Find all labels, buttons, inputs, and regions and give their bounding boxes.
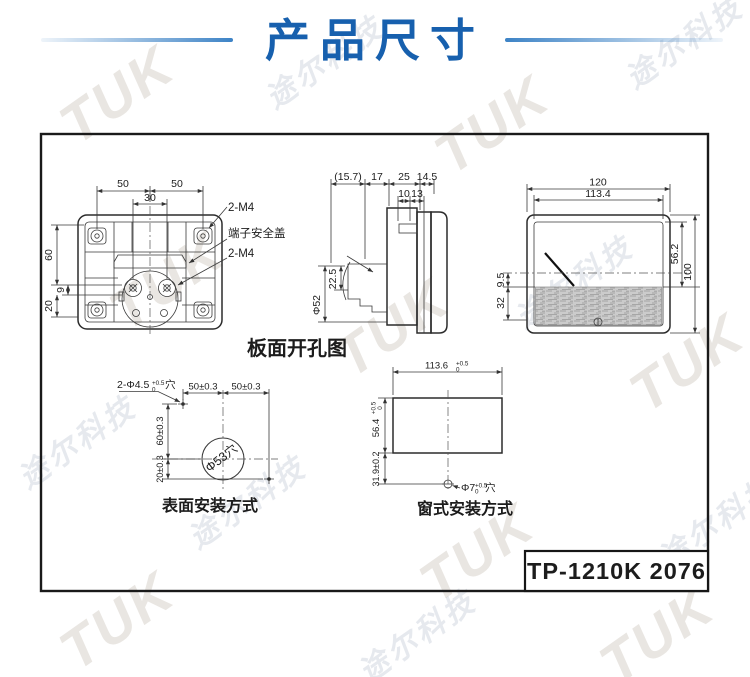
dim-label: 9 [55, 287, 67, 293]
thread-label-top: 2-M4 [228, 202, 255, 214]
panel-cutout-caption: 板面开孔图 [247, 336, 347, 360]
title-rule-right [505, 38, 723, 42]
tolerance-upper: +0.5 [456, 361, 469, 368]
dim-label: 13 [411, 188, 423, 200]
front-view-drawing: 120 113.4 56.2 100 9.5 32 [495, 177, 700, 334]
tolerance-lower: 0 [475, 489, 479, 496]
tolerance-upper: +0.5 [475, 483, 488, 490]
title-rule-left [41, 38, 233, 42]
hole-suffix: 穴 [485, 481, 496, 494]
dim-label: 113.4 [585, 188, 611, 200]
dim-label: 120 [589, 177, 607, 189]
dim-label: 60 [43, 249, 55, 261]
dim-label: 56.4 [371, 419, 382, 438]
part-number-box: TP-1210K 2076 [523, 549, 710, 593]
dim-label: 20±0.3 [155, 455, 165, 482]
surface-mount-drawing: 50±0.3 50±0.3 60±0.3 20±0.3 2-Φ4.5 +0.5 … [117, 378, 278, 515]
meter-needle [544, 252, 575, 287]
window-mount-caption: 窗式安装方式 [417, 499, 513, 518]
dim-label: 50±0.3 [232, 382, 261, 393]
tolerance-lower: 0 [456, 367, 460, 374]
dim-label: 14.5 [417, 171, 438, 183]
technical-drawing-canvas: 50 50 30 60 9 20 2-M4 端子安全盖 2-M4 板面开孔图 [39, 132, 710, 593]
mount-hole-label: 2-Φ4.5 [117, 379, 149, 391]
dim-label: 100 [682, 263, 694, 281]
surface-mount-caption: 表面安装方式 [161, 496, 258, 515]
tolerance-upper: +0.5 [371, 401, 378, 414]
scale-plate-area [535, 286, 662, 326]
dim-label: 32 [495, 297, 507, 309]
dim-label: 20 [43, 300, 55, 312]
dim-label: 113.6 [425, 361, 448, 372]
hole-suffix: 穴 [165, 378, 176, 391]
dim-label: 22.5 [327, 269, 339, 290]
dim-label: 30 [144, 192, 156, 204]
side-view-drawing: (15.7) 17 25 14.5 10 13 Φ52 22.5 [311, 171, 448, 334]
tolerance-lower: 0 [377, 406, 384, 410]
dim-label: 50±0.3 [189, 382, 218, 393]
dim-label: (15.7) [334, 171, 361, 183]
dim-label: 9.5 [495, 273, 507, 288]
drawing-frame [39, 132, 710, 593]
dim-label: 10 [398, 188, 410, 200]
dim-label: 50 [117, 178, 129, 190]
dim-label: 25 [398, 171, 410, 183]
tolerance-lower: 0 [152, 387, 156, 394]
page-title: 产品尺寸 [264, 15, 486, 66]
cutout-circle-label: Φ53穴 [202, 440, 240, 475]
dim-label: 56.2 [669, 244, 681, 265]
dim-label: 60±0.3 [155, 417, 166, 446]
terminal-cover-label: 端子安全盖 [228, 226, 286, 240]
tolerance-upper: +0.5 [152, 380, 165, 387]
thread-label-bottom: 2-M4 [228, 248, 255, 260]
window-mount-drawing: 113.6 +0.5 0 56.4 +0.5 0 31.9±0.2 Φ7 +0.… [371, 361, 514, 519]
part-number: TP-1210K 2076 [527, 558, 706, 584]
dim-label: Φ52 [311, 295, 323, 315]
screw-hole-label: Φ7 [461, 482, 475, 494]
dim-label: 50 [171, 178, 183, 190]
rear-view-drawing: 50 50 30 60 9 20 2-M4 端子安全盖 2-M4 板面开孔图 [43, 178, 347, 360]
page-header: 产品尺寸 [0, 0, 750, 80]
dim-label: 31.9±0.2 [371, 452, 381, 487]
dim-label: 17 [371, 171, 383, 183]
